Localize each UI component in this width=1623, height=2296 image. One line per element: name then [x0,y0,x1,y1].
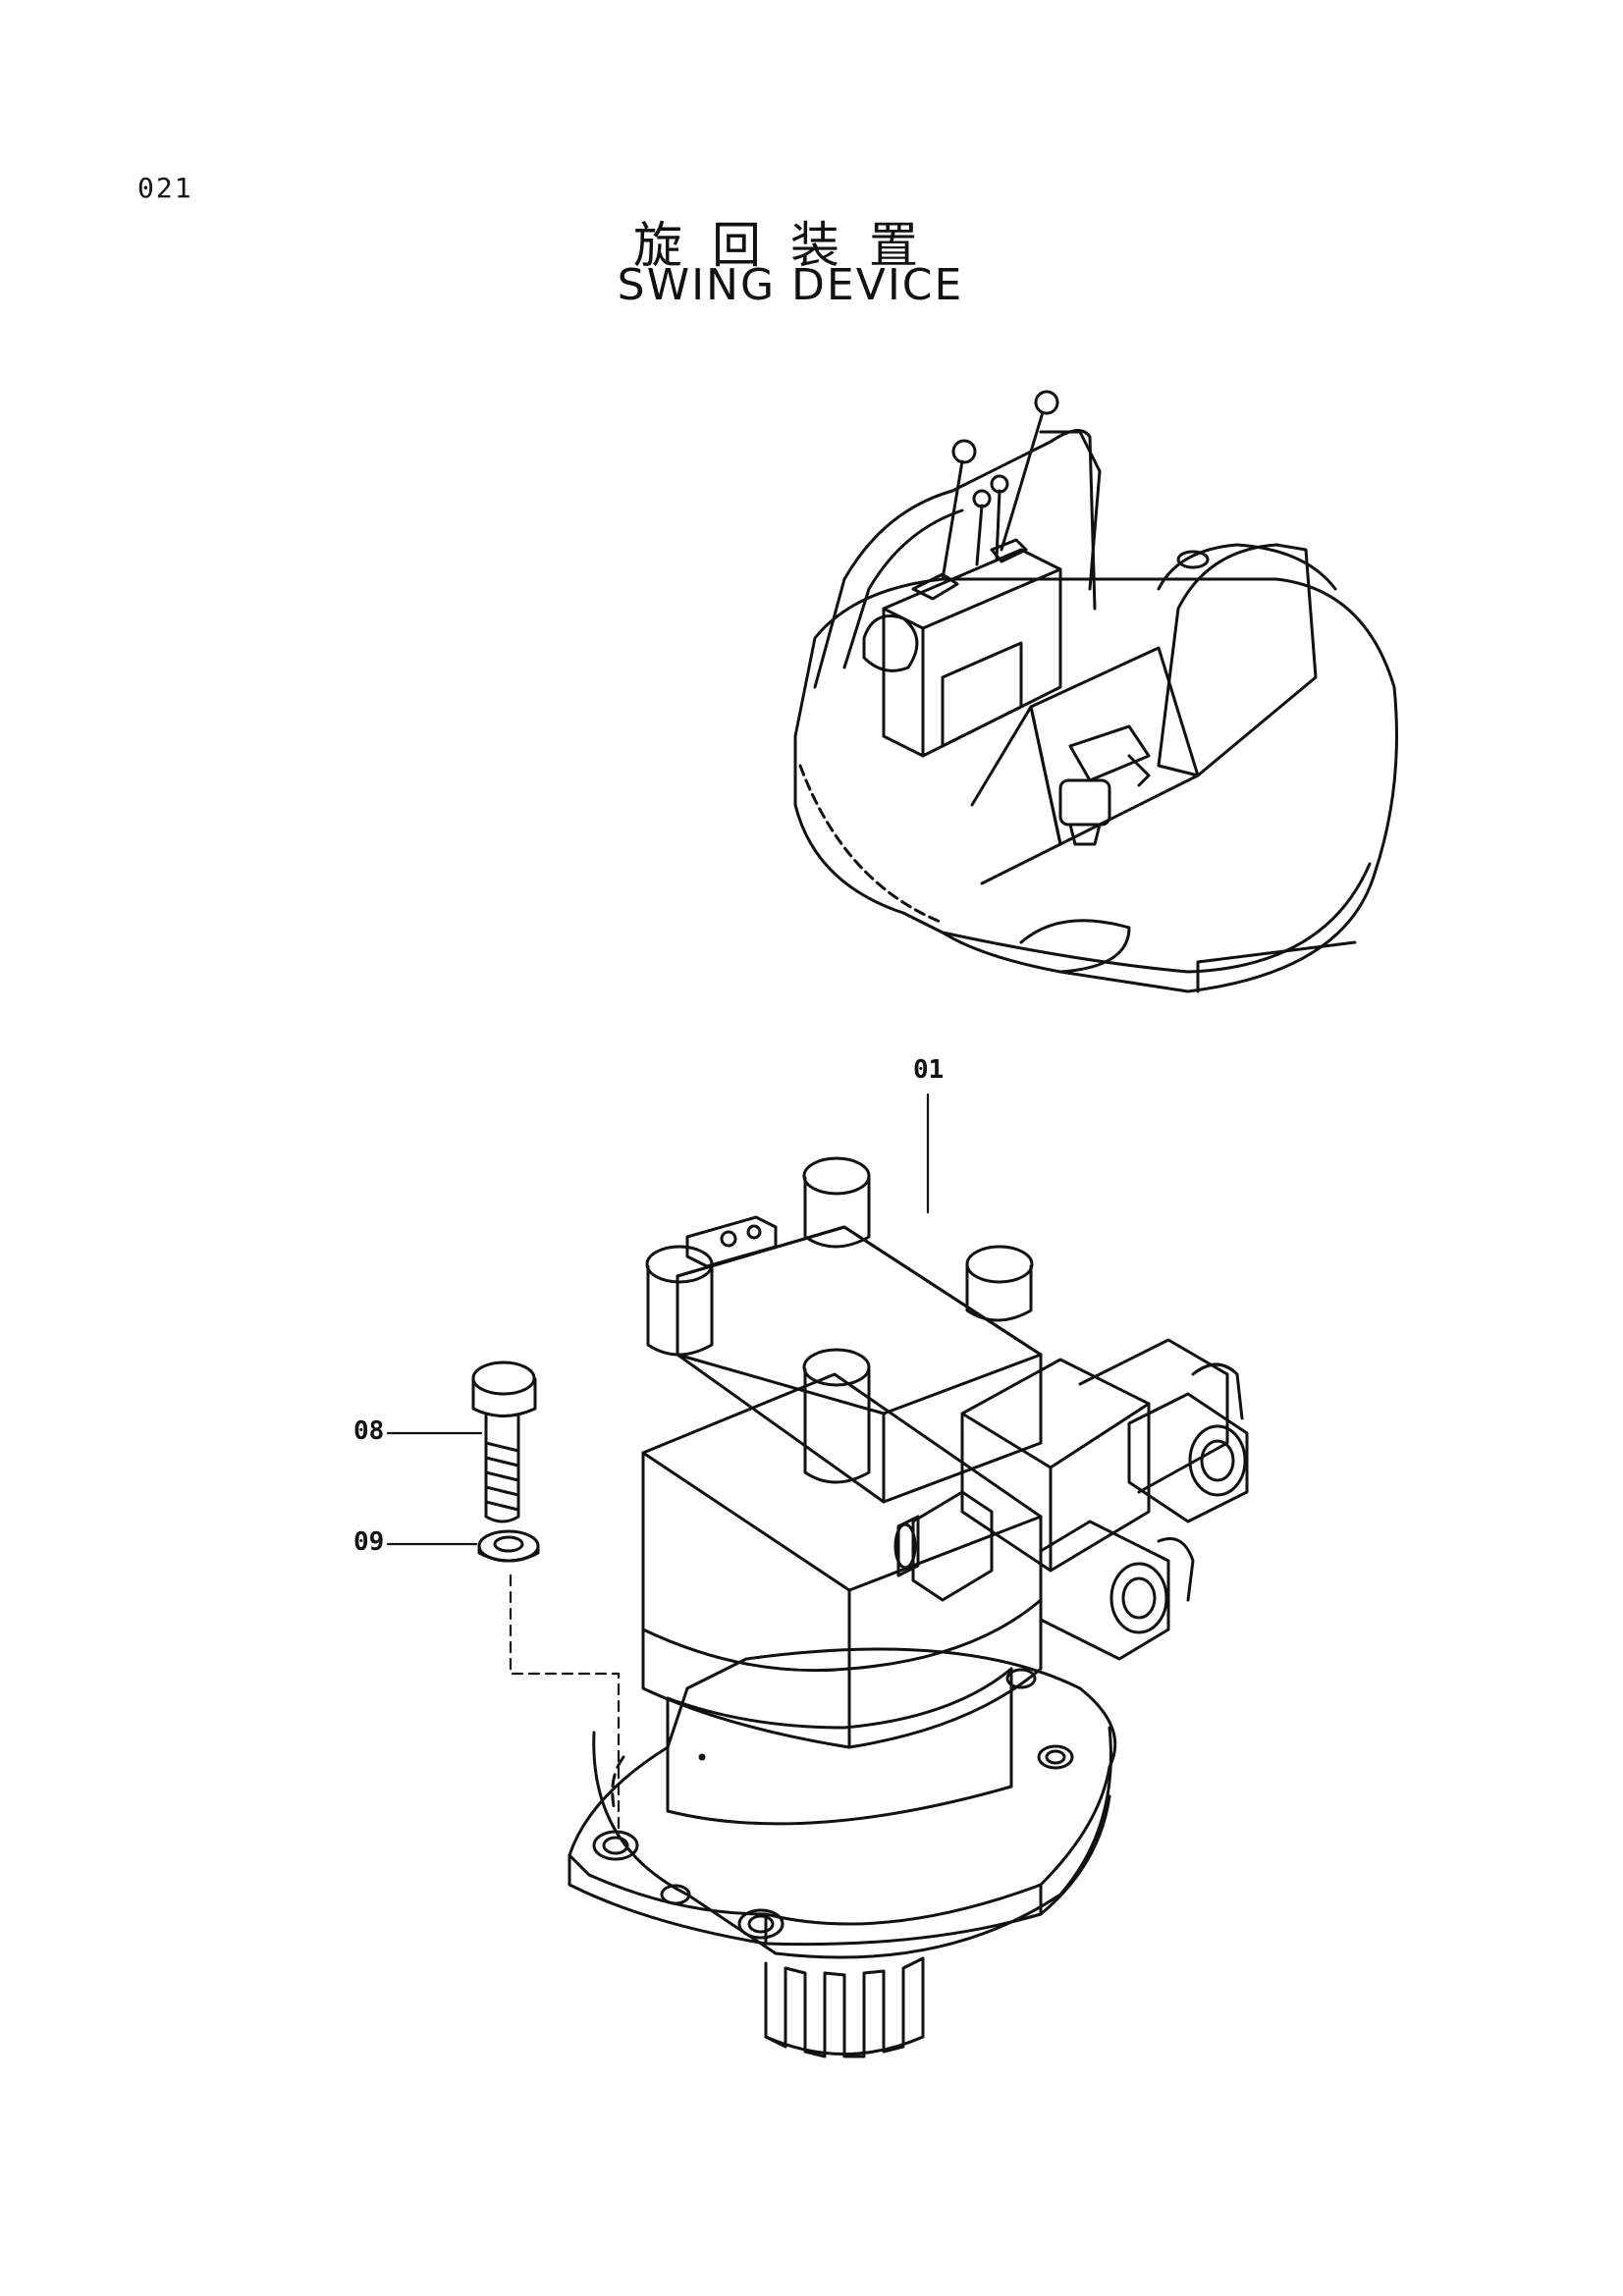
washer-09-illustration [477,1529,540,1563]
title-japanese: 旋回装置 [633,217,947,274]
bolt-08-illustration [471,1361,537,1523]
machine-overview-illustration [793,390,1398,993]
callout-01: 01 [913,1055,945,1085]
page-number: 021 [137,172,193,204]
title-english: SWING DEVICE [617,260,964,310]
callout-09: 09 [353,1527,385,1557]
leader-lines [386,1093,930,1838]
callout-08: 08 [353,1416,385,1446]
swing-device-illustration [568,1156,1249,2058]
